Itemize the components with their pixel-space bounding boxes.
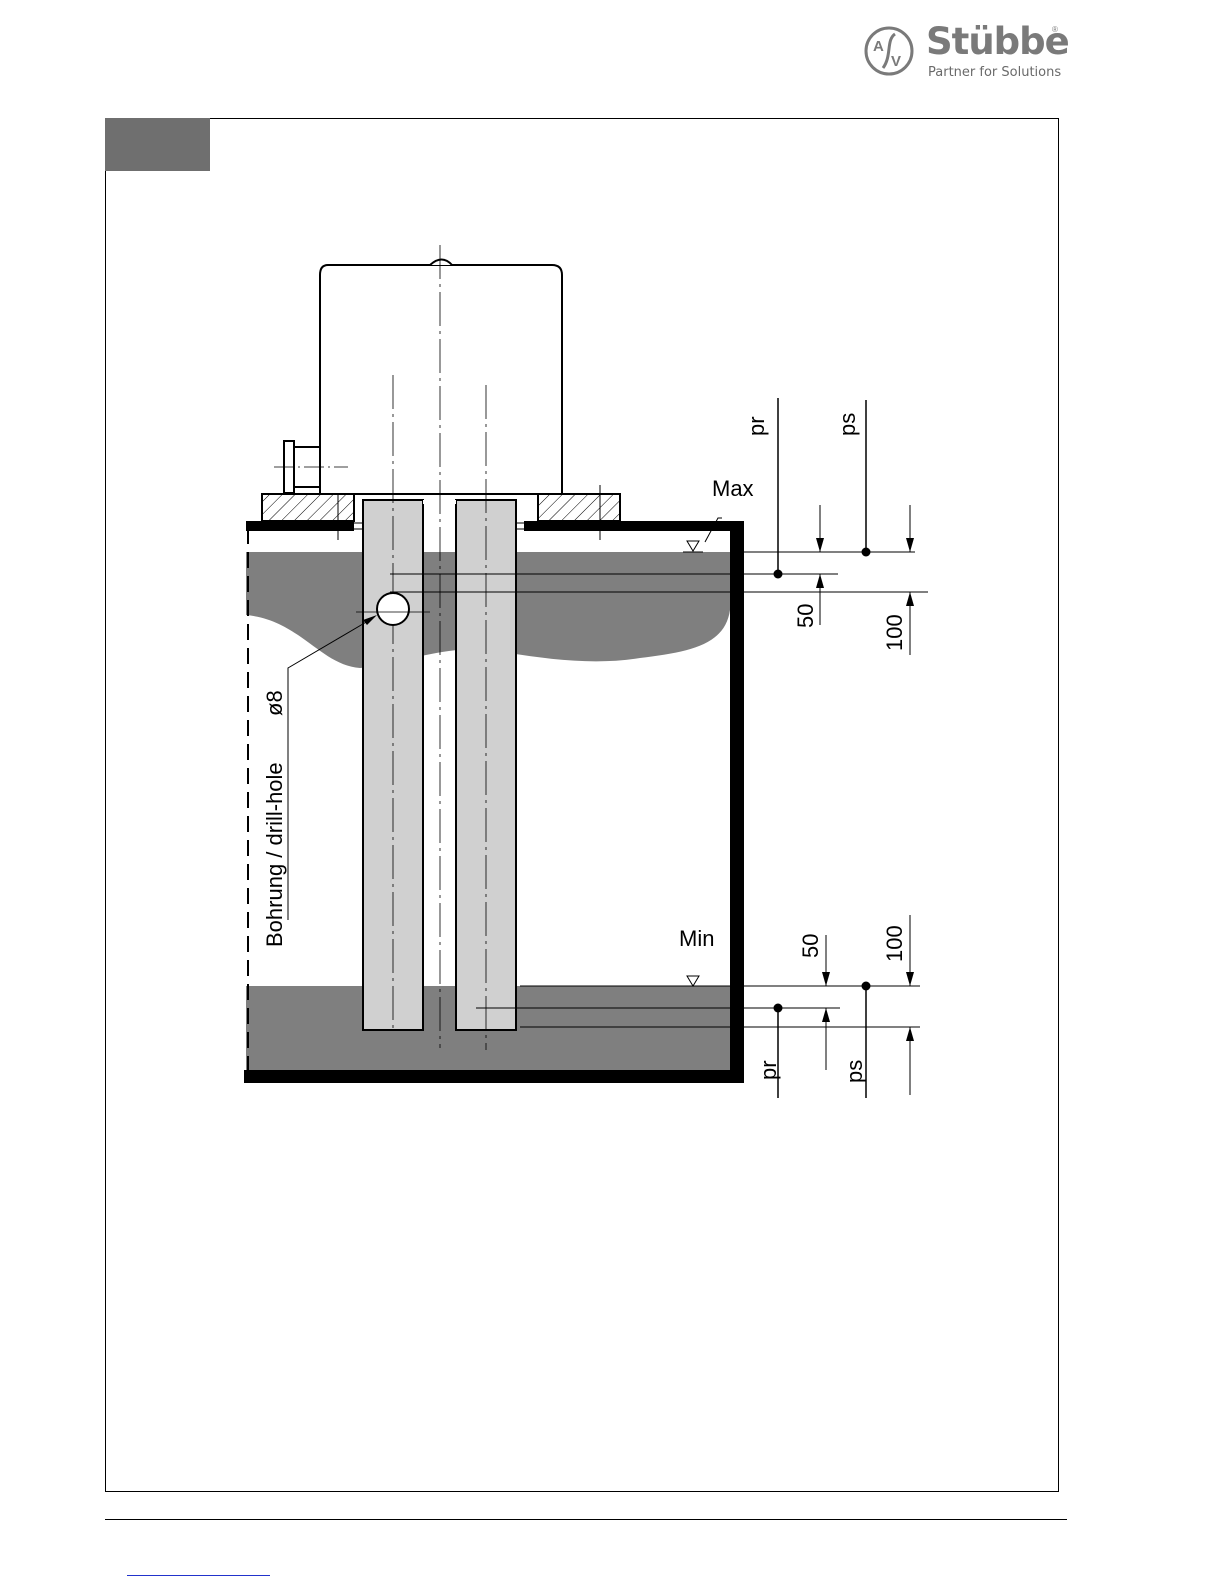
flange-left <box>262 494 354 521</box>
dim-50-bottom-label: 50 <box>798 934 823 958</box>
dim-100-bottom-label: 100 <box>882 925 907 962</box>
drill-hole-label: Bohrung / drill-hole <box>262 762 287 947</box>
dim-50-top-label: 50 <box>793 604 818 628</box>
pr-bottom-label: pr <box>756 1060 781 1080</box>
pr-top-label: pr <box>744 416 769 436</box>
max-label: Max <box>712 476 754 501</box>
diameter-label: ø8 <box>262 690 287 716</box>
ps-top-label: ps <box>835 413 860 436</box>
ps-bottom-label: ps <box>842 1060 867 1083</box>
dim-100-top-label: 100 <box>882 614 907 651</box>
min-label: Min <box>679 926 714 951</box>
tank-bottom-wall <box>244 1070 744 1083</box>
drill-hole <box>377 593 409 625</box>
footer-rule <box>105 1519 1067 1520</box>
tank-right-wall <box>730 521 744 1080</box>
footer-link[interactable] <box>127 1575 270 1576</box>
electrode-head <box>320 265 562 494</box>
tank-lid-right <box>524 521 744 531</box>
flange-right <box>538 494 620 521</box>
